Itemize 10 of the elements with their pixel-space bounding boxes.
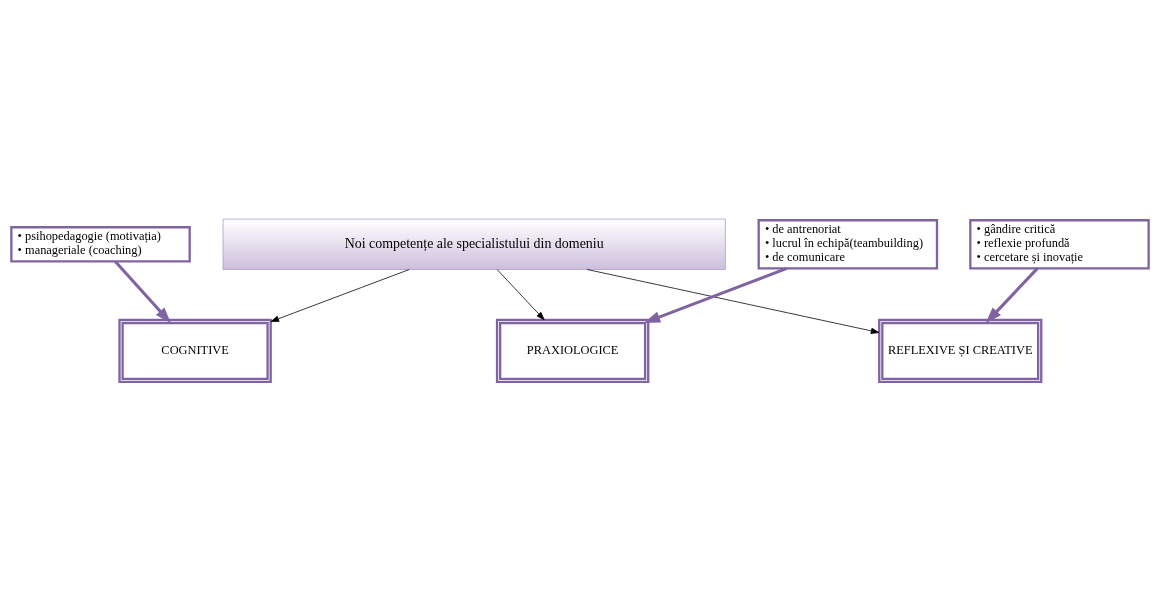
node-box: • gândire critică • reflexie profundă • cercetare și inovație <box>969 219 1150 270</box>
arrow <box>586 269 880 334</box>
node-box: • de antrenoriat • lucrul în echipă(teambuilding) • de comunicare <box>757 219 939 270</box>
arrow <box>114 260 171 324</box>
arrow <box>270 269 410 322</box>
node-box: • psihopedagogie (motivația) • manageriale (coaching) <box>10 226 191 263</box>
arrow <box>496 269 545 321</box>
arrow <box>985 267 1039 324</box>
arrow <box>643 266 788 323</box>
node-box: Noi competențe ale specialistului din domeniu <box>222 218 726 270</box>
